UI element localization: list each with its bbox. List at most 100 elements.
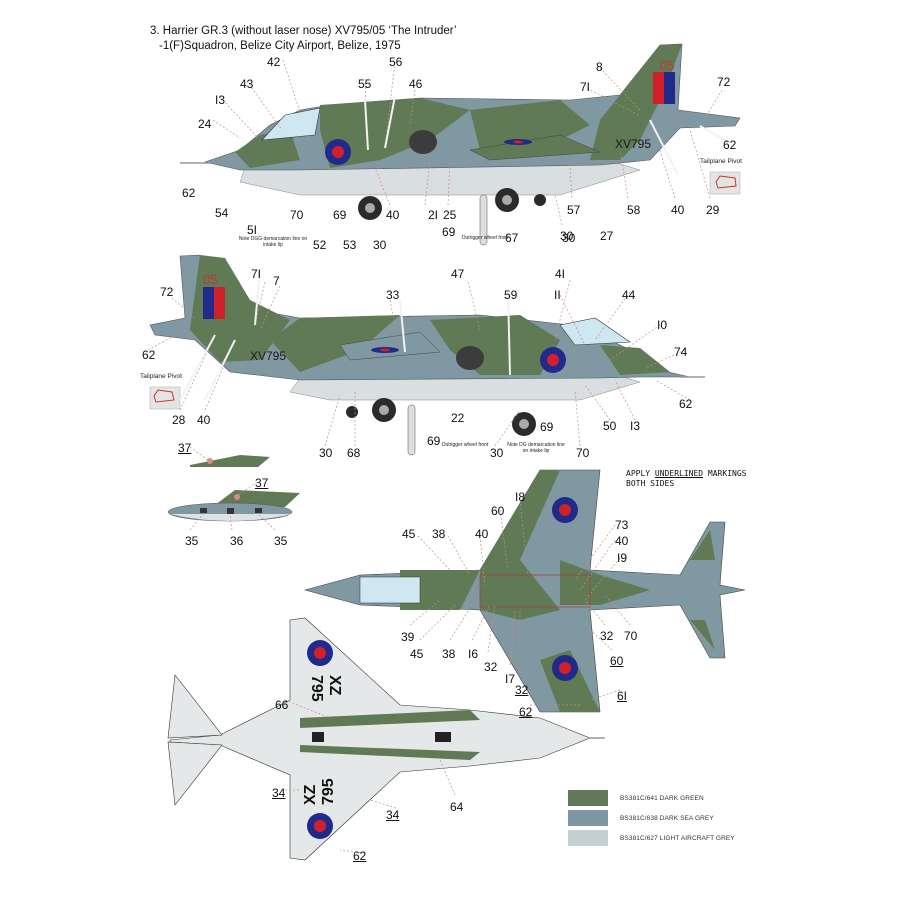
left-side-view: 05 XV795	[180, 43, 741, 246]
callout-right-side-72: 72	[160, 285, 174, 299]
callout-left-side-46: 46	[409, 77, 423, 91]
callout-left-side-58: 58	[627, 203, 641, 217]
callout-bottom-34: 34	[272, 786, 286, 800]
callout-left-side-52: 52	[313, 238, 327, 252]
callout-right-side-7: 7	[273, 274, 280, 288]
callout-right-side-68: 68	[347, 446, 361, 460]
callout-left-side-70: 70	[290, 208, 304, 222]
note-tailplane-pivot-right: Tailplane Pivot	[140, 373, 182, 380]
callout-top-60: 60	[610, 654, 624, 668]
callout-left-side-30: 30	[560, 229, 574, 243]
note-demarcation-right: Note DG demarcation line on intake lip	[507, 442, 565, 454]
note-outrigger-left: Outrigger wheel front	[461, 235, 509, 241]
callout-right-side-I3: I3	[630, 419, 641, 433]
callout-right-side-4I: 4I	[555, 267, 566, 281]
callout-right-side-II: II	[554, 288, 561, 302]
svg-text:XZ: XZ	[326, 675, 343, 696]
callout-left-side-69: 69	[333, 208, 347, 222]
svg-text:795: 795	[308, 675, 325, 702]
callout-left-side-42: 42	[267, 55, 281, 69]
note-demarcation-left: Note DGG demarcation line on intake lip	[238, 236, 308, 248]
callout-left-side-27: 27	[600, 229, 614, 243]
title-line-2: -1(F)Squadron, Belize City Airport, Beli…	[159, 40, 401, 52]
callout-left-side-54: 54	[215, 206, 229, 220]
callout-left-side-53: 53	[343, 238, 357, 252]
callout-top-40: 40	[475, 527, 489, 541]
callout-top-38: 38	[432, 527, 446, 541]
callout-right-side-33: 33	[386, 288, 400, 302]
svg-text:XV795: XV795	[250, 349, 286, 363]
apply-markings-instruction: APPLY UNDERLINED MARKINGS BOTH SIDES	[626, 469, 747, 488]
callout-right-side-59: 59	[504, 288, 518, 302]
callout-left-side-43: 43	[240, 77, 254, 91]
callout-bottom-34: 34	[386, 808, 400, 822]
right-side-view: 05 XV795	[147, 254, 705, 456]
callout-drop-tank-37: 37	[255, 476, 269, 490]
callout-right-side-30: 30	[319, 446, 333, 460]
callout-top-38: 38	[442, 647, 456, 661]
callout-right-side-50: 50	[603, 419, 617, 433]
callout-right-side-22: 22	[451, 411, 465, 425]
callout-top-70: 70	[624, 629, 638, 643]
swatch-light-aircraft-grey	[568, 830, 608, 846]
callout-top-6I: 6I	[617, 689, 628, 703]
callout-left-side-40: 40	[386, 208, 400, 222]
callout-left-side-I3: I3	[215, 93, 226, 107]
callout-top-I8: I8	[515, 490, 526, 504]
callout-top-32: 32	[600, 629, 614, 643]
callout-right-side-70: 70	[576, 446, 590, 460]
legend-row-dark-green: BS381C/641 DARK GREEN	[568, 788, 735, 808]
callout-right-side-40: 40	[197, 413, 211, 427]
callout-left-side-62: 62	[182, 186, 196, 200]
callout-right-side-62: 62	[142, 348, 156, 362]
callout-right-side-74: 74	[674, 345, 688, 359]
callout-right-side-47: 47	[451, 267, 465, 281]
note-tailplane-pivot-left: Tailplane Pivot	[700, 158, 742, 165]
callout-left-side-5I: 5I	[247, 223, 258, 237]
svg-text:XZ: XZ	[302, 784, 319, 805]
callout-drop-tank-37: 37	[178, 441, 192, 455]
bottom-view: XZ 795 XZ 795	[167, 617, 605, 861]
callout-right-side-44: 44	[622, 288, 636, 302]
callout-left-side-8: 8	[596, 60, 603, 74]
profile-title: 3. Harrier GR.3 (without laser nose) XV7…	[150, 24, 457, 54]
callout-top-39: 39	[401, 630, 415, 644]
callout-right-side-30: 30	[490, 446, 504, 460]
callout-right-side-7I: 7I	[251, 267, 262, 281]
callout-left-side-56: 56	[389, 55, 403, 69]
swatch-dark-green	[568, 790, 608, 806]
callout-drop-tank-35: 35	[185, 534, 199, 548]
callout-left-side-30: 30	[373, 238, 387, 252]
callout-right-side-I0: I0	[657, 318, 668, 332]
callout-top-45: 45	[402, 527, 416, 541]
callout-left-side-62: 62	[723, 138, 737, 152]
callout-left-side-67: 67	[505, 231, 519, 245]
callout-left-side-30: 30	[562, 231, 576, 245]
callout-top-45: 45	[410, 647, 424, 661]
callout-right-side-69: 69	[427, 434, 441, 448]
drop-tank-view	[167, 446, 300, 531]
callout-left-side-25: 25	[443, 208, 457, 222]
legend-row-light-aircraft-grey: BS381C/627 LIGHT AIRCRAFT GREY	[568, 828, 735, 848]
callout-top-40: 40	[615, 534, 629, 548]
legend-row-dark-sea-grey: BS381C/638 DARK SEA GREY	[568, 808, 735, 828]
callout-bottom-64: 64	[450, 800, 464, 814]
callout-left-side-72: 72	[717, 75, 731, 89]
callout-right-side-28: 28	[172, 413, 186, 427]
callout-top-73: 73	[615, 518, 629, 532]
svg-text:795: 795	[320, 778, 337, 805]
callout-left-side-7I: 7I	[580, 80, 591, 94]
callout-left-side-24: 24	[198, 117, 212, 131]
callout-top-60: 60	[491, 504, 505, 518]
callout-bottom-62: 62	[353, 849, 367, 863]
svg-text:05: 05	[660, 58, 674, 73]
callout-left-side-40: 40	[671, 203, 685, 217]
color-legend: BS381C/641 DARK GREEN BS381C/638 DARK SE…	[568, 788, 735, 848]
title-line-1: 3. Harrier GR.3 (without laser nose) XV7…	[150, 25, 457, 37]
callout-top-32: 32	[515, 683, 529, 697]
callout-top-62: 62	[519, 705, 533, 719]
callout-right-side-62: 62	[679, 397, 693, 411]
callout-left-side-29: 29	[706, 203, 720, 217]
callout-left-side-2I: 2I	[428, 208, 439, 222]
